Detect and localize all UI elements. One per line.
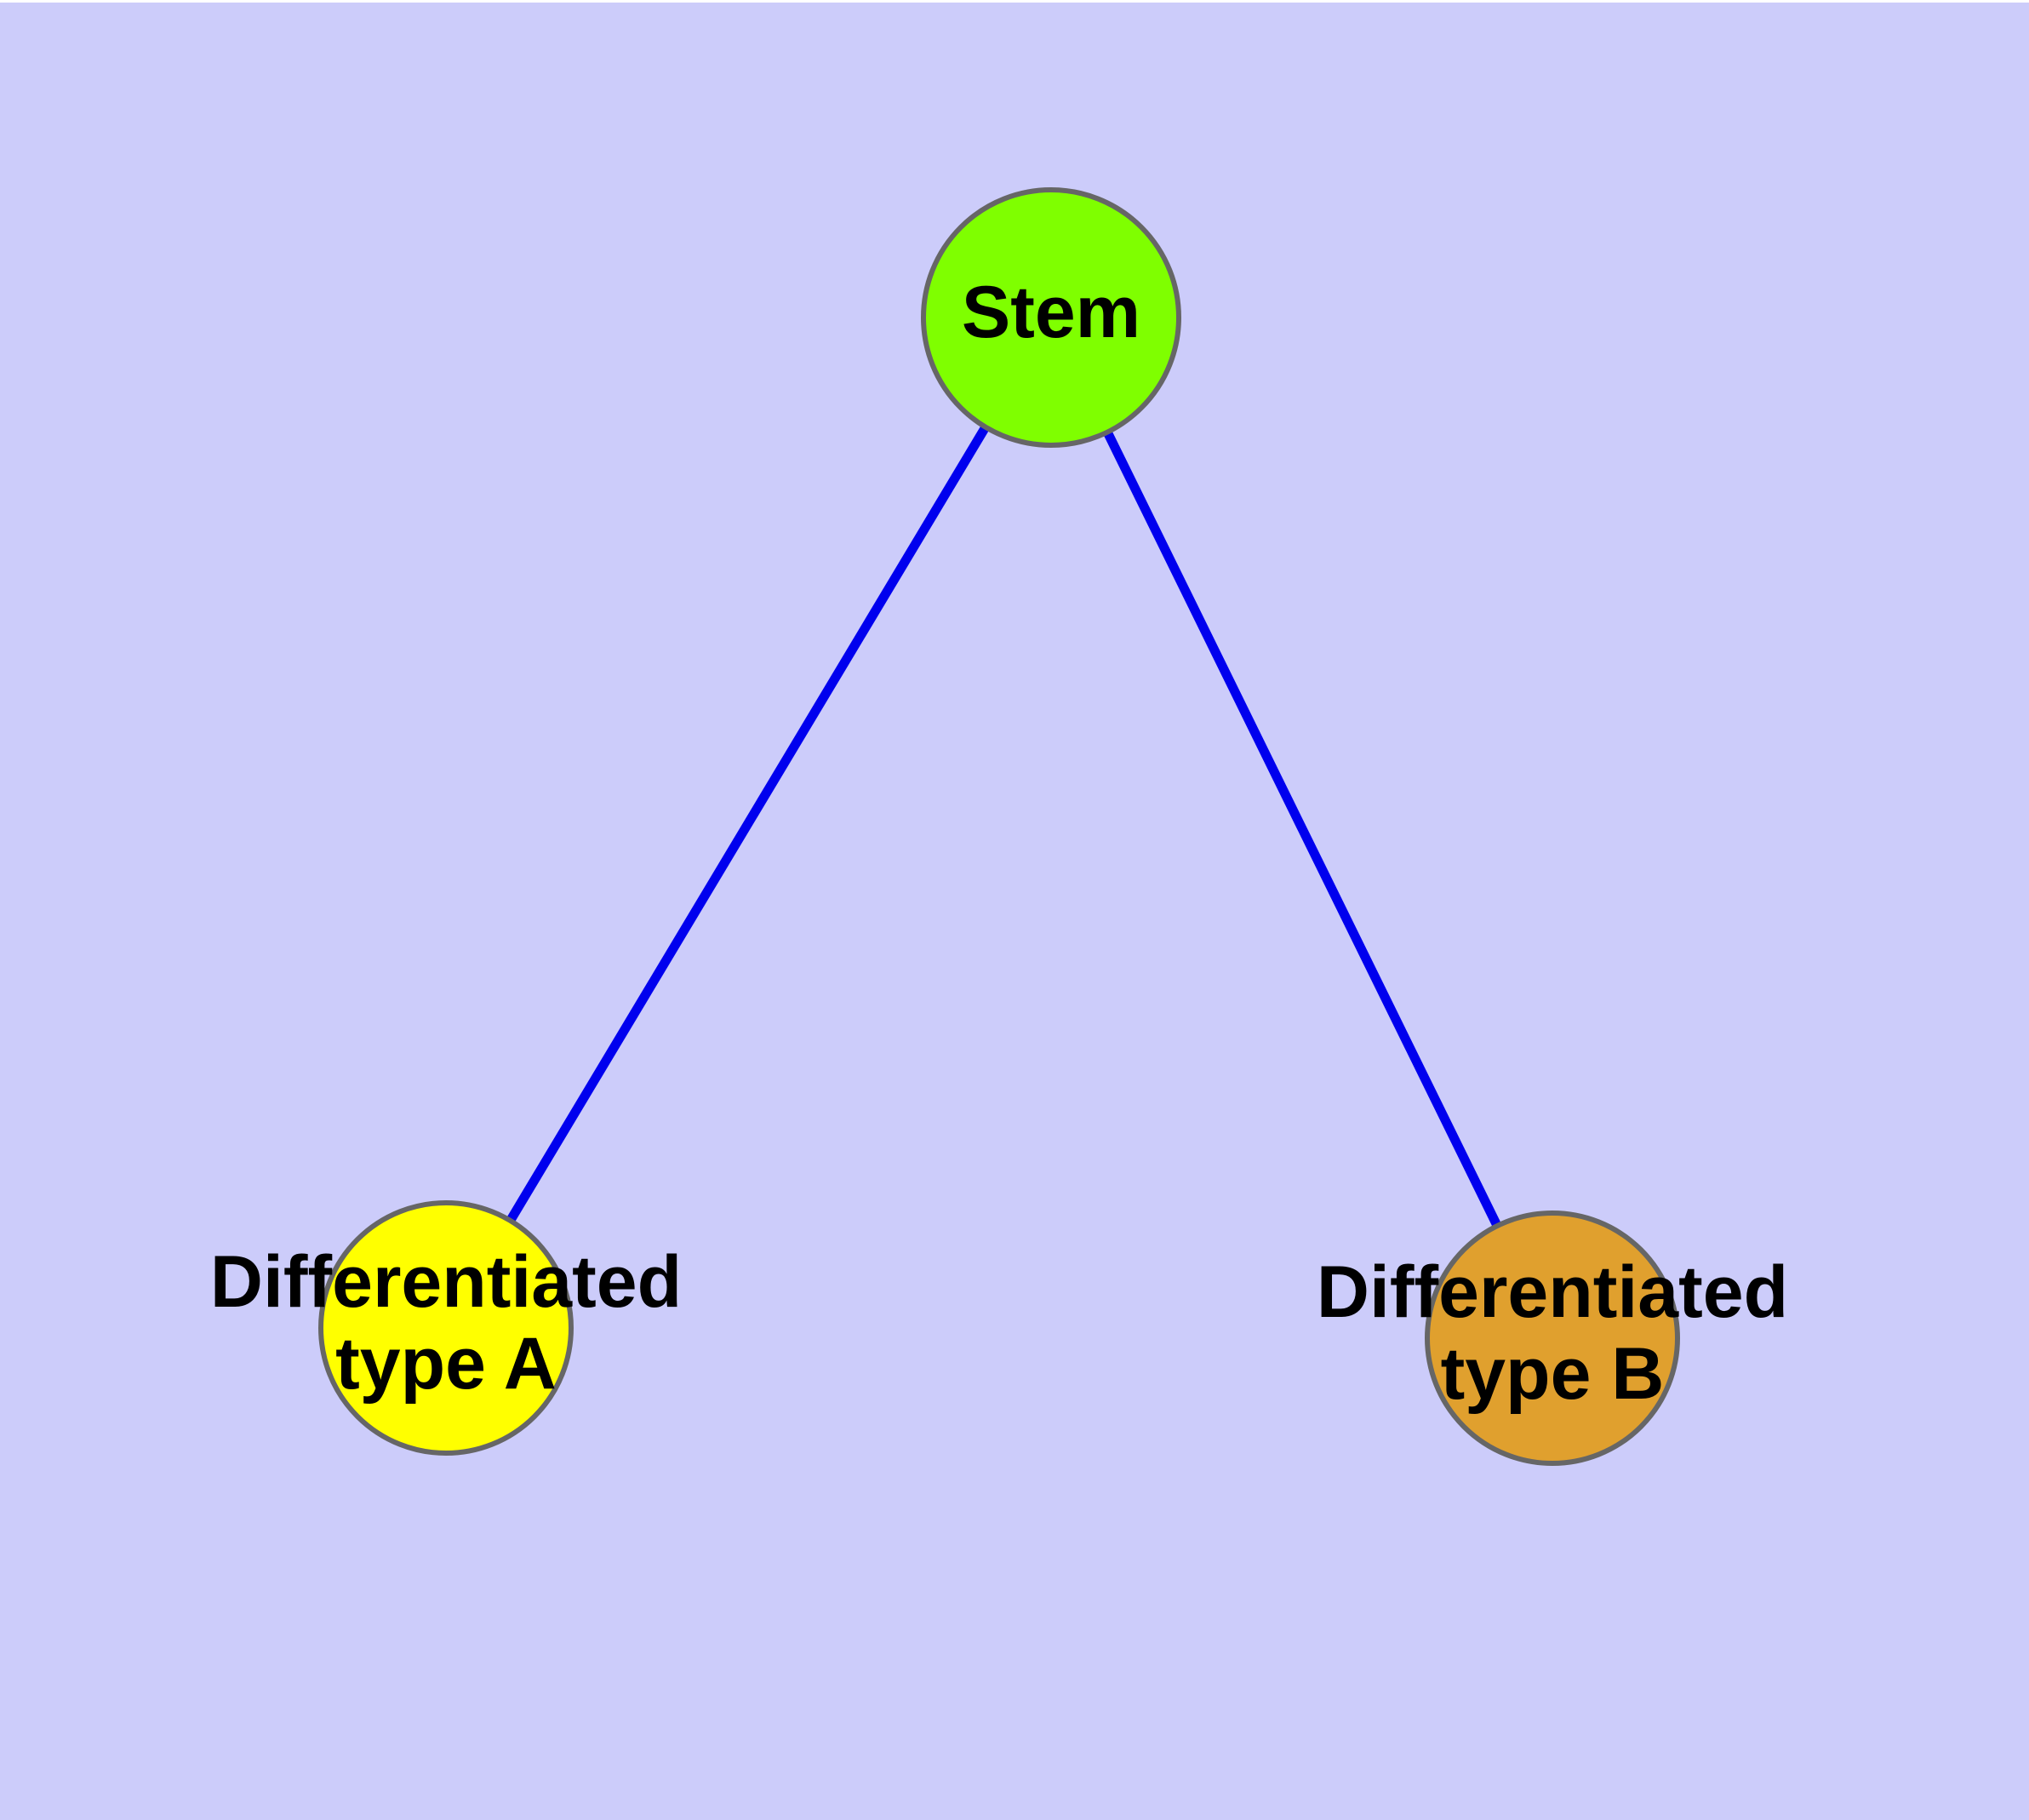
- label-line: type B: [1441, 1333, 1665, 1415]
- graph-node-diff_b[interactable]: [1425, 1210, 1680, 1466]
- graph-node-stem[interactable]: [921, 187, 1181, 448]
- edges-layer: [506, 425, 1501, 1228]
- label-line: type A: [335, 1323, 557, 1405]
- graph-node-diff_a[interactable]: [318, 1200, 574, 1456]
- label-line: Differentiated: [210, 1241, 682, 1323]
- graph-edge-stem-diff_a: [506, 425, 990, 1222]
- graph-node-label-stem: Stem: [962, 272, 1140, 353]
- graph-edge-stem-diff_b: [1103, 431, 1501, 1228]
- label-line: Differentiated: [1317, 1251, 1788, 1333]
- nodes-layer: [318, 187, 1680, 1466]
- label-line: Stem: [962, 272, 1140, 353]
